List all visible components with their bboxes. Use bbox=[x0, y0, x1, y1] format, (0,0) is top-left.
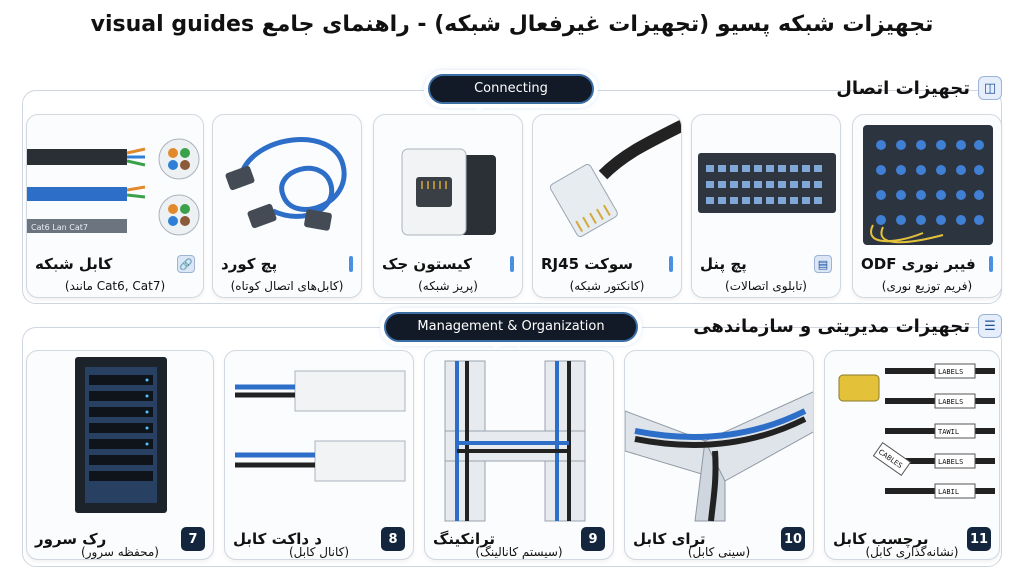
accent-bar bbox=[989, 256, 993, 272]
page-title: تجهیزات شبکه پسیو (تجهیزات غیرفعال شبکه)… bbox=[90, 12, 934, 37]
card-title: کابل شبکه bbox=[35, 255, 113, 273]
card-title: ترانکینگ bbox=[433, 530, 496, 548]
card-patch-cord: پچ کورد (کابل‌های اتصال کوتاه) bbox=[212, 114, 362, 298]
cable-label-illustration: LABELS LABELS TAWIL LABELS LABIL CABLES bbox=[838, 363, 995, 499]
card-trunking: 9 ترانکینگ (سیستم کانالینگ) bbox=[424, 350, 614, 560]
card-subtitle: (فریم توزیع نوری) bbox=[881, 279, 973, 293]
card-title: ترای کابل bbox=[633, 530, 706, 548]
accent-bar bbox=[349, 256, 353, 272]
card-subtitle: (پریز شبکه) bbox=[418, 279, 478, 293]
odf-illustration bbox=[863, 125, 993, 245]
trunking-illustration bbox=[444, 360, 586, 522]
number-badge: 8 bbox=[381, 527, 405, 551]
card-subtitle: (محفظه سرور) bbox=[81, 545, 159, 559]
network-cable-illustration: Cat6 Lan Cat7 bbox=[27, 138, 200, 236]
section-heading-text: تجهیزات اتصال bbox=[836, 77, 970, 99]
card-subtitle: (Cat6, Cat7 مانند) bbox=[64, 279, 166, 293]
number-badge: 9 bbox=[581, 527, 605, 551]
card-cable-duct: 8 د داکت کابل (کانال کابل) bbox=[224, 350, 414, 560]
card-title: کیستون جک bbox=[382, 255, 472, 273]
network-icon: ◫ bbox=[978, 76, 1002, 100]
label-text: LABIL bbox=[938, 488, 959, 496]
section-pill-connecting: Connecting Equipment bbox=[428, 74, 594, 122]
card-subtitle: (کانکتور شبکه) bbox=[569, 279, 645, 293]
patch-cord-illustration bbox=[225, 137, 347, 231]
card-subtitle: (کانال کابل) bbox=[288, 545, 350, 559]
section-pill-management: Management & Organization Equip bbox=[384, 312, 638, 360]
accent-bar bbox=[669, 256, 673, 272]
keystone-illustration bbox=[401, 148, 496, 236]
card-title: رک سرور bbox=[35, 530, 107, 548]
card-rj45: سوکت RJ45 (کانکتور شبکه) bbox=[532, 114, 682, 298]
number-badge: 11 bbox=[967, 527, 991, 551]
link-icon: 🔗 bbox=[177, 255, 195, 273]
section-heading-text: تجهیزات مدیریتی و سازماندهی bbox=[693, 315, 970, 337]
accent-bar bbox=[510, 256, 514, 272]
card-title: پچ کورد bbox=[221, 255, 278, 273]
doc-icon: ▤ bbox=[814, 255, 832, 273]
patch-panel-illustration bbox=[698, 153, 836, 213]
rj45-illustration bbox=[549, 119, 681, 238]
card-patch-panel: ▤ پچ پنل (تابلوی اتصالات) bbox=[691, 114, 841, 298]
sliders-icon: ☰ bbox=[978, 314, 1002, 338]
label-text: TAWIL bbox=[938, 428, 959, 436]
card-title: د داکت کابل bbox=[233, 530, 322, 548]
label-text: LABELS bbox=[938, 368, 963, 376]
section-heading-management: ☰ تجهیزات مدیریتی و سازماندهی bbox=[693, 314, 1002, 338]
label-text: LABELS bbox=[938, 458, 963, 466]
card-subtitle: (تابلوی اتصالات) bbox=[725, 279, 807, 293]
card-subtitle: (سینی کابل) bbox=[687, 545, 751, 559]
cable-duct-illustration bbox=[235, 370, 406, 482]
card-title: سوکت RJ45 bbox=[541, 255, 633, 273]
server-rack-illustration bbox=[75, 357, 167, 513]
cable-print-text: Cat6 Lan Cat7 bbox=[31, 223, 88, 232]
card-subtitle: (سیستم کانالینگ) bbox=[475, 545, 563, 559]
number-badge: 10 bbox=[781, 527, 805, 551]
card-odf: فیبر نوری ODF (فریم توزیع نوری) bbox=[852, 114, 1002, 298]
card-cable-tray: 10 ترای کابل (سینی کابل) bbox=[624, 350, 814, 560]
section-heading-connecting: ◫ تجهیزات اتصال bbox=[836, 76, 1002, 100]
card-subtitle: (کابل‌های اتصال کوتاه) bbox=[230, 279, 344, 293]
card-server-rack: 7 رک سرور (محفظه سرور) bbox=[26, 350, 214, 560]
number-badge: 7 bbox=[181, 527, 205, 551]
cable-tray-illustration bbox=[625, 391, 813, 522]
label-text: LABELS bbox=[938, 398, 963, 406]
card-title: برچسب کابل bbox=[833, 530, 929, 548]
card-title: فیبر نوری ODF bbox=[861, 255, 976, 273]
card-subtitle: (نشانه‌گذاری کابل) bbox=[865, 545, 959, 559]
card-title: پچ پنل bbox=[700, 255, 747, 273]
card-network-cable: Cat6 Lan Cat7 🔗 کابل شبکه (Cat6, Cat7 ما… bbox=[26, 114, 204, 298]
card-cable-label: LABELS LABELS TAWIL LABELS LABIL CABLES … bbox=[824, 350, 1000, 560]
card-keystone: کیستون جک (پریز شبکه) bbox=[373, 114, 523, 298]
